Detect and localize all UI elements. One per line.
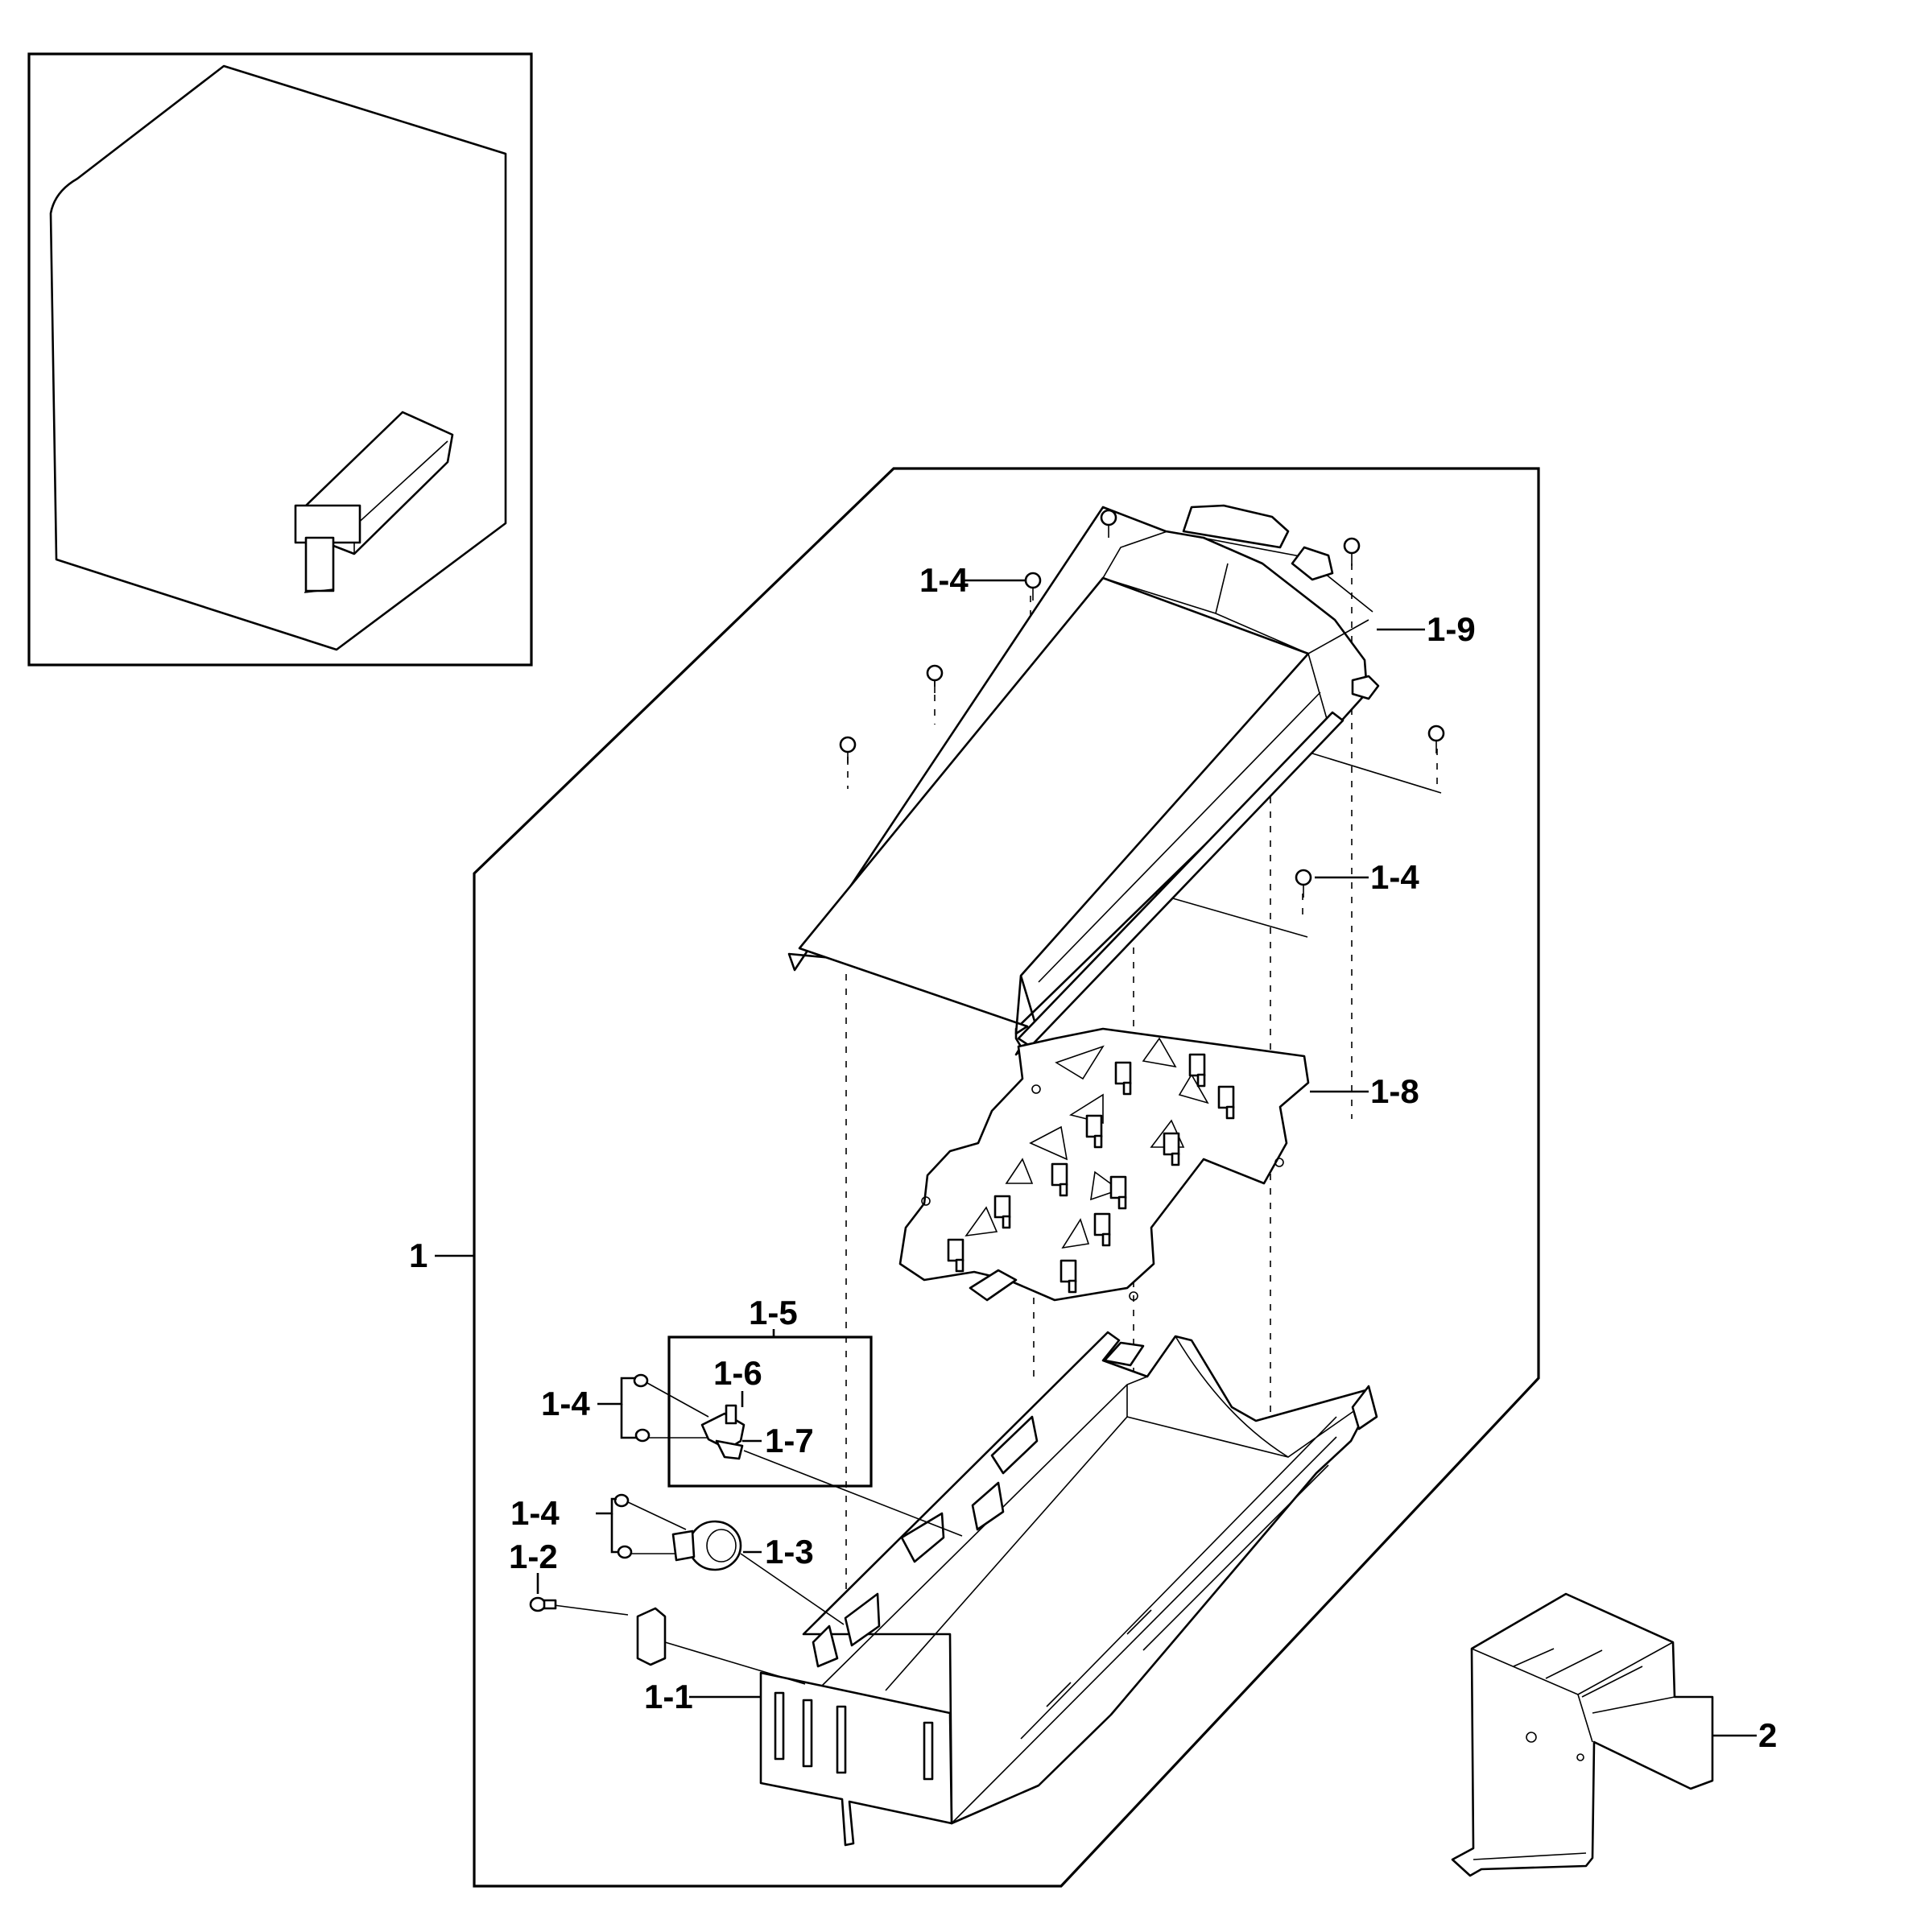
inset-frame [27, 52, 533, 667]
screw-icon [617, 1545, 633, 1559]
terminal-icon [1051, 1162, 1068, 1197]
bracket-slot [836, 1705, 847, 1774]
callout-1-4-right: 1-4 [1370, 858, 1419, 896]
callout-1-1: 1-1 [644, 1678, 693, 1715]
callout-1-7: 1-7 [765, 1422, 814, 1459]
callout-labels: 1-4 1-9 1-4 1-8 1 1-5 1-6 1-4 1-7 1-4 1-… [409, 561, 1777, 1754]
callout-1-4-stat: 1-4 [510, 1494, 560, 1532]
screw-icon [1427, 724, 1445, 753]
terminal-icon [1114, 1061, 1132, 1096]
thermostat-1-3 [627, 1501, 845, 1625]
sensor-1-2 [553, 1604, 806, 1685]
bracket-slot [802, 1699, 813, 1768]
screw-icon [633, 1373, 649, 1388]
terminal-icon [1188, 1053, 1206, 1088]
assembly-1-frame [473, 467, 1540, 1888]
terminal-icon [993, 1195, 1011, 1229]
terminal-icon [1109, 1175, 1127, 1210]
callout-1-2: 1-2 [509, 1538, 558, 1575]
heater-duct-housing [802, 1331, 1378, 1825]
overview-inset [27, 52, 533, 667]
screw-icon [1343, 537, 1361, 566]
bracket-slot [774, 1691, 785, 1761]
callout-1-4-kit: 1-4 [541, 1385, 590, 1422]
heater-cover-1-9 [787, 504, 1380, 1056]
mounting-bracket-2 [1451, 1592, 1714, 1877]
screw-icon [613, 1493, 630, 1508]
cover-screws [839, 509, 1445, 898]
terminal-icon [1217, 1085, 1235, 1120]
heater-coil-plate-1-8 [898, 1027, 1310, 1302]
callout-1-5: 1-5 [749, 1294, 798, 1331]
kit-1-5-box [667, 1335, 873, 1488]
callout-1-8: 1-8 [1370, 1072, 1419, 1110]
callout-1-4-top: 1-4 [919, 561, 969, 599]
screw-icon [839, 736, 857, 765]
heater-assembly-miniature [294, 411, 454, 593]
terminal-icon [1085, 1114, 1103, 1149]
bracket-slot [923, 1721, 934, 1781]
screw-icon [1295, 869, 1312, 898]
callout-1-9: 1-9 [1427, 610, 1476, 648]
screw-icon [529, 1596, 557, 1612]
callout-1-6: 1-6 [713, 1354, 762, 1392]
callout-1-3: 1-3 [765, 1533, 814, 1571]
screw-icon [1100, 509, 1117, 538]
leader-lines [435, 579, 1757, 1737]
terminal-icon [1060, 1259, 1077, 1294]
screw-icon [634, 1428, 651, 1443]
screw-icon [926, 664, 944, 693]
heater-bracket-1-1 [759, 1671, 953, 1847]
terminal-icon [1163, 1132, 1180, 1166]
terminal-icon [947, 1238, 964, 1273]
callout-1: 1 [409, 1236, 428, 1274]
dryer-cabinet-outline [49, 64, 507, 651]
terminal-icon [1093, 1212, 1111, 1247]
screw-icon [1024, 572, 1042, 601]
thermal-fuse-1-7 [646, 1382, 963, 1537]
callout-2: 2 [1758, 1716, 1777, 1754]
